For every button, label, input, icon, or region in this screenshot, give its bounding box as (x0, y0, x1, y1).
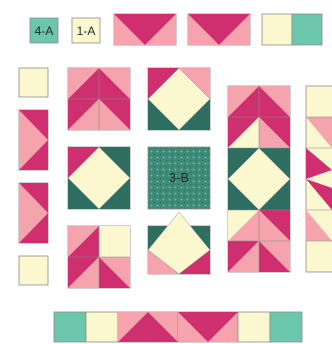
left-hst-rectangle-1 (19, 110, 48, 170)
bottom-border-strip (54, 312, 302, 342)
square-in-square-block-bottom (148, 212, 210, 274)
unit-1a-block: 1-A (72, 18, 100, 43)
flying-geese-unit-1 (114, 14, 176, 45)
unit-4a-label: 4-A (35, 24, 54, 38)
tall-column-block (228, 86, 290, 272)
unit-3b-block: 3-B (148, 147, 210, 209)
unit-4a-block: 4-A (30, 18, 58, 43)
left-cream-square-top (19, 68, 48, 97)
hst-four-patch-top (68, 68, 130, 130)
flying-geese-unit-2 (188, 14, 250, 45)
left-cream-square-bottom (19, 256, 48, 285)
square-in-square-block-top (148, 68, 210, 130)
left-hst-rectangle-2 (19, 183, 48, 243)
hst-four-patch-bottom (68, 226, 130, 288)
unit-3b-label: 3-B (169, 170, 189, 185)
unit-1a-label: 1-A (77, 24, 96, 38)
cream-mint-unit (262, 14, 322, 45)
right-partial-column (306, 86, 332, 272)
square-in-square-block-left (68, 147, 130, 209)
